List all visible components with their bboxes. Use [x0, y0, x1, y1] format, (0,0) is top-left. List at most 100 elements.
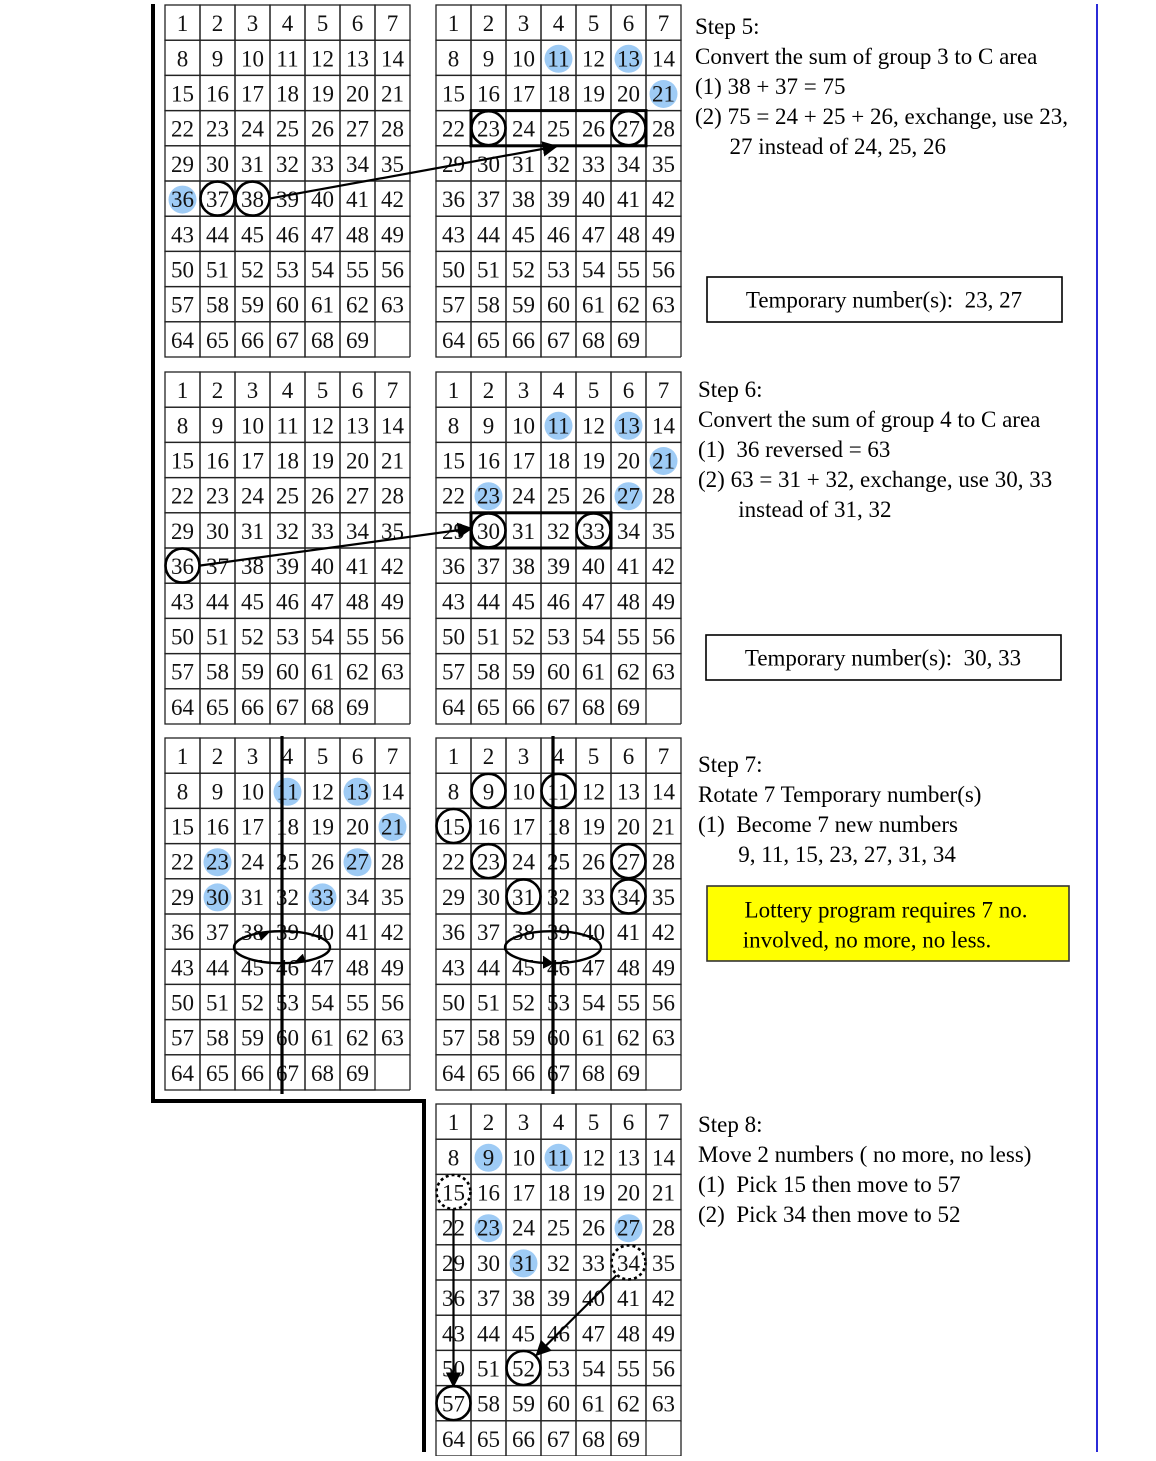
step5-line-3: (1) 38 + 37 = 75 [695, 74, 846, 99]
cell-number: 34 [617, 519, 641, 544]
cell-number: 23 [477, 850, 500, 875]
cell-number: 61 [311, 1026, 334, 1051]
cell-number: 24 [512, 117, 536, 142]
cell-number: 57 [171, 293, 194, 318]
cell-number: 43 [171, 589, 194, 614]
cell-number: 10 [512, 46, 535, 71]
cell-number: 47 [582, 955, 605, 980]
cell-number: 67 [276, 695, 299, 720]
text-layer: Step 5: Convert the sum of group 3 to C … [695, 14, 1070, 1227]
cell-number: 43 [442, 955, 465, 980]
cell-number: 49 [381, 955, 404, 980]
cell-number: 32 [276, 885, 299, 910]
highlight-30 [203, 883, 232, 912]
cell-number: 43 [171, 955, 194, 980]
cell-number: 44 [477, 1321, 501, 1346]
cell-number: 6 [623, 378, 635, 403]
cell-number: 69 [617, 1061, 640, 1086]
cell-number: 65 [206, 695, 229, 720]
cell-number: 1 [177, 744, 189, 769]
cell-number: 64 [442, 1061, 466, 1086]
cell-number: 9 [212, 779, 224, 804]
cell-number: 15 [171, 449, 194, 474]
cell-number: 13 [617, 779, 640, 804]
cell-number: 9 [212, 46, 224, 71]
highlight-23 [474, 482, 503, 511]
cell-number: 40 [311, 554, 334, 579]
cell-number: 30 [477, 152, 500, 177]
cell-number: 44 [206, 222, 230, 247]
cell-number: 14 [652, 779, 676, 804]
cell-number: 38 [241, 920, 264, 945]
cell-number: 58 [206, 1026, 229, 1051]
cell-number: 42 [381, 187, 404, 212]
cell-number: 63 [652, 1026, 675, 1051]
cell-number: 26 [582, 850, 605, 875]
cell-number: 62 [346, 1026, 369, 1051]
cell-number: 60 [276, 660, 299, 685]
cell-number: 54 [582, 625, 606, 650]
cell-number: 35 [652, 152, 675, 177]
cell-number: 44 [477, 955, 501, 980]
cell-number: 20 [346, 449, 369, 474]
circle-15 [435, 807, 472, 845]
cell-number: 27 [617, 1216, 640, 1241]
cell-number: 21 [381, 815, 404, 840]
cell-number: 6 [623, 744, 635, 769]
cell-number: 32 [547, 1251, 570, 1276]
cell-number: 34 [617, 1251, 641, 1276]
cell-63 [645, 652, 682, 690]
cell-number: 33 [311, 885, 334, 910]
cell-number: 63 [652, 293, 675, 318]
cell-number: 21 [652, 1181, 675, 1206]
cell-number: 3 [247, 744, 259, 769]
cell-number: 20 [617, 815, 640, 840]
cell-number: 42 [652, 920, 675, 945]
cell-number: 31 [512, 1251, 535, 1276]
cell-number: 8 [448, 413, 460, 438]
cell-number: 51 [477, 1357, 500, 1382]
cell-number: 1 [448, 378, 460, 403]
cell-number: 55 [346, 625, 369, 650]
cell-number: 66 [512, 328, 535, 353]
cell-number: 40 [311, 920, 334, 945]
cell-number: 17 [512, 82, 535, 107]
cell-63 [374, 652, 411, 690]
cell-number: 12 [311, 779, 334, 804]
cell-number: 46 [276, 955, 299, 980]
cell-number: 56 [652, 625, 675, 650]
cell-number: 16 [477, 82, 500, 107]
cell-number: 25 [276, 117, 299, 142]
cell-number: 51 [477, 258, 500, 283]
cell-number: 26 [311, 484, 334, 509]
cell-number: 38 [512, 920, 535, 945]
step6-line-2: Convert the sum of group 4 to C area [698, 407, 1040, 432]
cell-number: 32 [547, 152, 570, 177]
cell-number: 1 [448, 744, 460, 769]
cell-number: 36 [442, 187, 465, 212]
cell-number: 42 [652, 554, 675, 579]
highlight-13 [343, 777, 372, 806]
cell-number: 17 [241, 82, 264, 107]
cell-number: 49 [652, 222, 675, 247]
cell-number: 69 [346, 328, 369, 353]
highlight-33 [308, 883, 337, 912]
cell-number: 7 [387, 744, 399, 769]
cell-number: 23 [477, 484, 500, 509]
cell-number: 26 [311, 117, 334, 142]
cell-number: 5 [588, 744, 600, 769]
cell-number: 62 [617, 1392, 640, 1417]
cell-number: 37 [477, 920, 500, 945]
cell-number: 64 [171, 695, 195, 720]
cell-number: 19 [311, 449, 334, 474]
cell-number: 7 [658, 744, 670, 769]
cell-number: 14 [381, 46, 405, 71]
cell-number: 31 [512, 885, 535, 910]
circle-31 [505, 878, 542, 915]
cell-number: 6 [352, 378, 364, 403]
cell-number: 10 [241, 413, 264, 438]
cell-number: 29 [171, 152, 194, 177]
cell-number: 63 [381, 660, 404, 685]
